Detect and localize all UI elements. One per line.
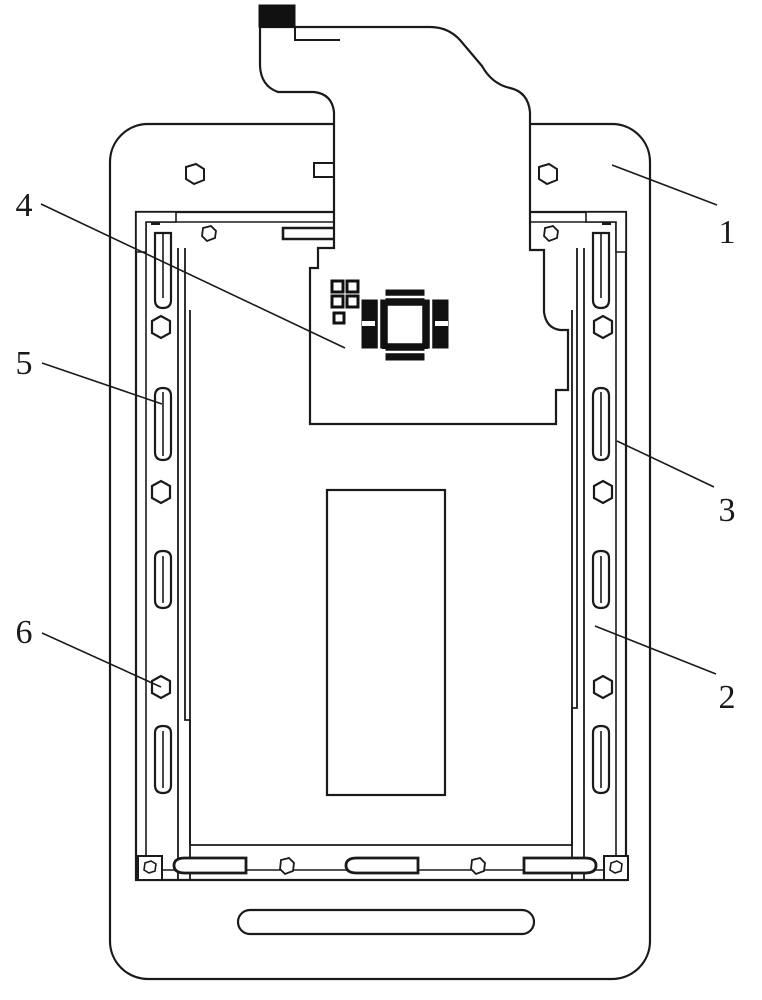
home-button[interactable] bbox=[236, 908, 536, 936]
reference-label-3: 3 bbox=[719, 492, 736, 529]
left-rail-hole-1 bbox=[150, 314, 172, 340]
reference-label-6: 6 bbox=[16, 614, 33, 651]
bottom-bar-slot-center bbox=[344, 856, 420, 875]
top-bar-hole-left bbox=[201, 225, 217, 243]
chip-ring-outer bbox=[377, 295, 433, 354]
flex-cable-outline bbox=[258, 25, 570, 426]
leader-line-4 bbox=[40, 203, 346, 349]
chip-die-window bbox=[386, 304, 424, 345]
bottom-bar-hole-left bbox=[279, 857, 295, 876]
home-button-outline[interactable] bbox=[236, 908, 536, 936]
solder-pad-5 bbox=[332, 311, 346, 325]
leader-line-6 bbox=[41, 632, 162, 688]
leader-line-3 bbox=[616, 440, 715, 488]
right-rail-hole-3 bbox=[592, 674, 614, 700]
reference-label-2: 2 bbox=[719, 679, 736, 716]
top-left-hex-hole bbox=[185, 162, 205, 186]
integrated-circuit-chip bbox=[361, 289, 449, 361]
reference-label-5: 5 bbox=[16, 345, 33, 382]
bottom-bar-slot-left bbox=[172, 856, 248, 875]
chip-notch-right bbox=[435, 321, 448, 326]
solder-pad-4 bbox=[345, 294, 360, 309]
bottom-bar-slot-right bbox=[522, 856, 598, 875]
bottom-left-corner-leg bbox=[138, 868, 163, 881]
leader-line-2 bbox=[594, 625, 717, 675]
inner-support-bracket bbox=[189, 310, 573, 846]
bottom-bar-hole-right bbox=[470, 857, 486, 876]
battery-compartment bbox=[325, 488, 447, 797]
chip-ring-inner bbox=[382, 300, 428, 349]
flex-cable-ribbon bbox=[258, 4, 570, 426]
support-bracket-outline bbox=[189, 310, 573, 846]
left-rail-hole-2 bbox=[150, 479, 172, 505]
leader-line-5 bbox=[41, 362, 163, 405]
battery-outline bbox=[325, 488, 447, 797]
reference-numerals: 1 2 3 4 5 6 bbox=[16, 187, 736, 716]
chip-notch-left bbox=[362, 321, 375, 326]
reference-label-1: 1 bbox=[719, 214, 736, 251]
bottom-frame-bar bbox=[137, 855, 629, 881]
reference-label-4: 4 bbox=[16, 187, 33, 224]
corner-bracket-top-left bbox=[135, 211, 177, 253]
top-bar-hole-right bbox=[543, 225, 559, 243]
solder-pad-1 bbox=[330, 279, 345, 294]
solder-pad-3 bbox=[330, 294, 345, 309]
leader-lines bbox=[40, 164, 718, 688]
solder-pad-array bbox=[330, 279, 360, 325]
top-housing-holes bbox=[185, 162, 558, 186]
flex-cable-connector-tab bbox=[258, 4, 296, 28]
bottom-right-corner-leg bbox=[603, 868, 628, 881]
flex-cable-tab-edge bbox=[294, 27, 340, 41]
right-rail-hole-1 bbox=[592, 314, 614, 340]
leader-line-1 bbox=[611, 164, 718, 206]
solder-pad-2 bbox=[345, 279, 360, 294]
right-rail-hole-2 bbox=[592, 479, 614, 505]
bottom-left-corner-hole bbox=[143, 860, 157, 874]
corner-bracket-top-right bbox=[585, 211, 627, 253]
bottom-right-corner-hole bbox=[609, 860, 623, 874]
top-right-hex-hole bbox=[538, 162, 558, 186]
